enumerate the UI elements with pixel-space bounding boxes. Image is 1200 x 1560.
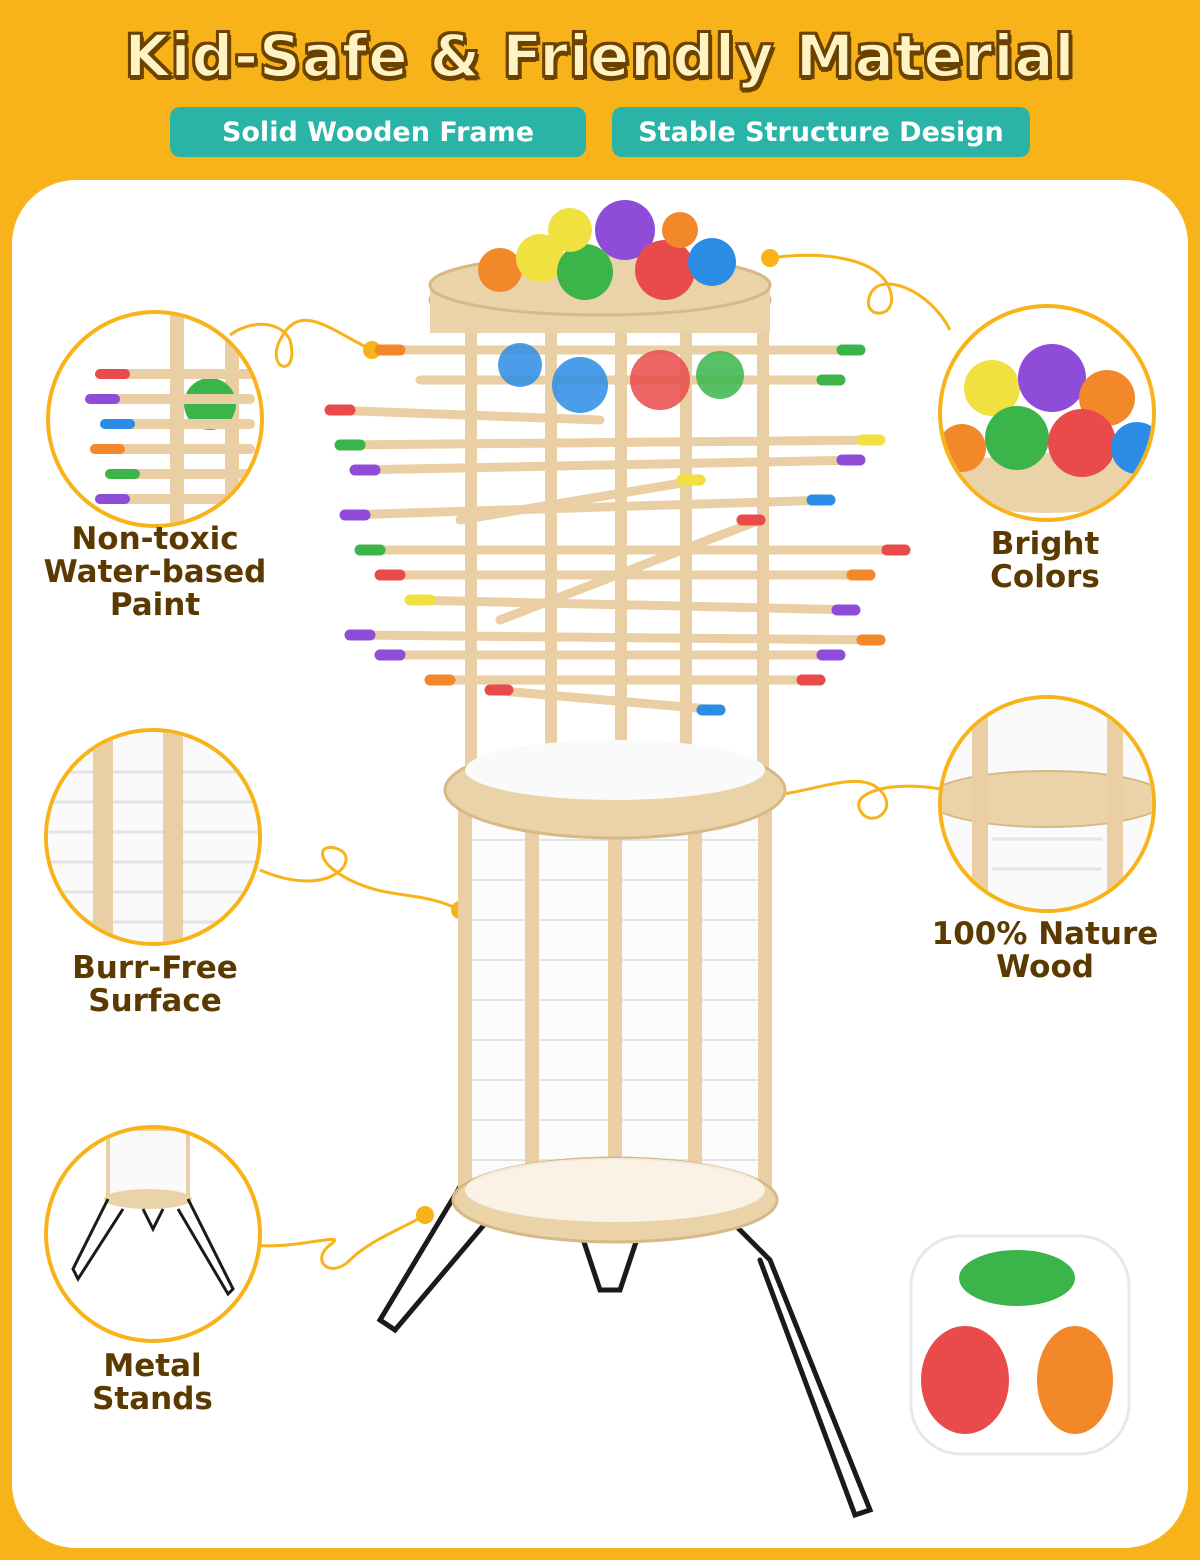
badge-stable-structure: Stable Structure Design xyxy=(612,107,1030,157)
wood-post xyxy=(615,315,627,795)
feature-label-paint: Non-toxic Water-based Paint xyxy=(43,521,267,623)
wood-post xyxy=(758,790,772,1210)
feature-circle-colors xyxy=(938,304,1156,522)
feature-label-surface: Burr-Free Surface xyxy=(72,950,238,1019)
balls xyxy=(478,200,744,413)
feature-circle-paint xyxy=(46,310,264,528)
feature-label-stands: Metal Stands xyxy=(92,1348,213,1417)
wood-post xyxy=(458,790,472,1210)
connector-line xyxy=(229,318,373,368)
wood-post xyxy=(525,820,539,1230)
connector-line xyxy=(249,1213,426,1270)
wood-post xyxy=(608,825,622,1235)
color-die xyxy=(909,1234,1131,1456)
connector-line xyxy=(259,845,461,912)
feature-circle-stands xyxy=(44,1125,262,1343)
feature-label-wood: 100% Nature Wood xyxy=(931,916,1159,985)
wood-post xyxy=(465,300,477,790)
feature-circle-wood xyxy=(938,695,1156,913)
connector-dot xyxy=(363,341,381,359)
badge-solid-wooden-frame: Solid Wooden Frame xyxy=(170,107,586,157)
page-title: Kid-Safe & Friendly Material xyxy=(124,21,1076,91)
feature-circle-surface xyxy=(44,728,262,946)
connector-dot xyxy=(416,1206,434,1224)
connector-line xyxy=(769,253,952,331)
connector-dot xyxy=(761,249,779,267)
connector-line xyxy=(769,779,946,820)
wood-post xyxy=(688,820,702,1230)
feature-label-colors: Bright Colors xyxy=(990,526,1100,595)
wood-post xyxy=(757,300,769,790)
